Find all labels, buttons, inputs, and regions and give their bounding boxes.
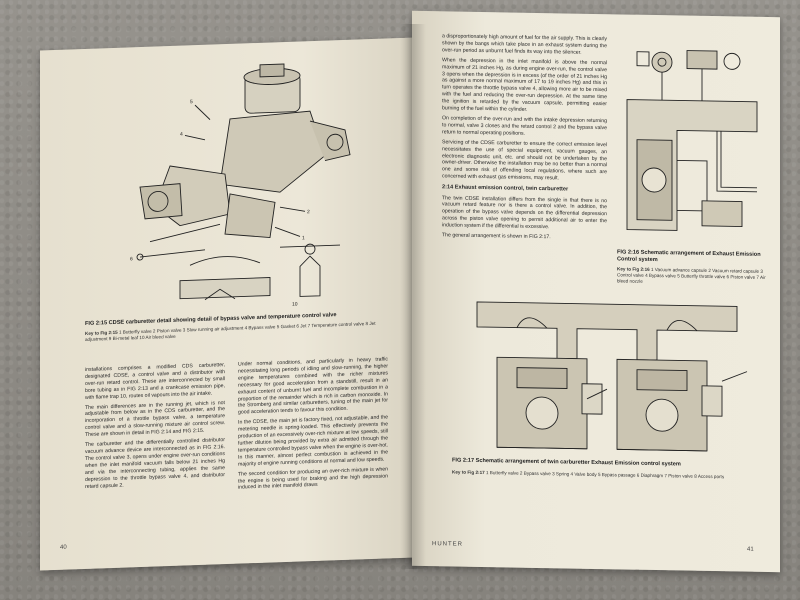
paragraph: The main differences are in the running … <box>85 399 225 439</box>
callout-2: 2 <box>307 209 310 215</box>
fig-2-16-key: Key to Fig 2:16 1 Vacuum advance capsule… <box>617 266 767 287</box>
twin-carburetter-schematic-diagram <box>476 301 748 452</box>
paragraph: On completion of the over-run and with t… <box>442 115 607 137</box>
left-column-1: installations comprises a modified CDS c… <box>85 362 225 493</box>
fig-2-17-key-title: Key to Fig 2:17 <box>452 469 485 476</box>
callout-10: 10 <box>292 302 298 308</box>
left-column-2: Under normal conditions, and particularl… <box>238 356 388 495</box>
callout-6: 6 <box>130 256 133 262</box>
carburetter-exploded-diagram: 5 4 2 1 6 10 <box>130 63 351 308</box>
paragraph: Under normal conditions, and particularl… <box>238 356 388 416</box>
right-page: a disproportionately high amount of fuel… <box>412 10 780 573</box>
paragraph: The twin CDSE installation differs from … <box>442 194 607 231</box>
paragraph: When the depression in the inlet manifol… <box>442 57 607 113</box>
running-head: HUNTER <box>432 541 463 548</box>
left-page: 5 4 2 1 6 10 FIG 2:15 CDSE carburetter d… <box>40 37 415 571</box>
open-book: 5 4 2 1 6 10 FIG 2:15 CDSE carburetter d… <box>40 10 780 574</box>
fig-2-16-key-title: Key to Fig 2:16 <box>617 266 650 272</box>
paragraph: The general arrangement is shown in FIG … <box>442 232 551 241</box>
paragraph: Servicing of the CDSE carburetter to ens… <box>442 138 607 182</box>
callout-1: 1 <box>302 235 305 241</box>
paragraph: The carburetter and the differentially c… <box>85 437 225 490</box>
paragraph: The second condition for producing an ov… <box>238 465 388 492</box>
paragraph: In the CDSE, the main jet is factory fix… <box>238 414 388 468</box>
fig-2-16-caption: FIG 2:16 Schematic arrangement of Exhaus… <box>617 249 761 263</box>
fig-2-15-key-title: Key to Fig 2:15 <box>85 329 118 336</box>
section-heading: 2:14 Exhaust emission control, twin carb… <box>442 184 569 193</box>
callout-4: 4 <box>180 132 183 138</box>
callout-5: 5 <box>190 99 193 105</box>
schematic-emission-control-diagram <box>626 50 758 231</box>
paragraph: installations comprises a modified CDS c… <box>85 362 225 401</box>
page-number-right: 41 <box>747 546 754 553</box>
right-column-1: a disproportionately high amount of fuel… <box>442 33 607 245</box>
fig-2-17-key-text: 1 Butterfly valve 2 Bypass valve 3 Sprin… <box>485 470 725 480</box>
fig-2-17-key: Key to Fig 2:17 1 Butterfly valve 2 Bypa… <box>452 469 762 481</box>
paragraph: a disproportionately high amount of fuel… <box>442 33 607 56</box>
page-number-left: 40 <box>60 544 67 551</box>
